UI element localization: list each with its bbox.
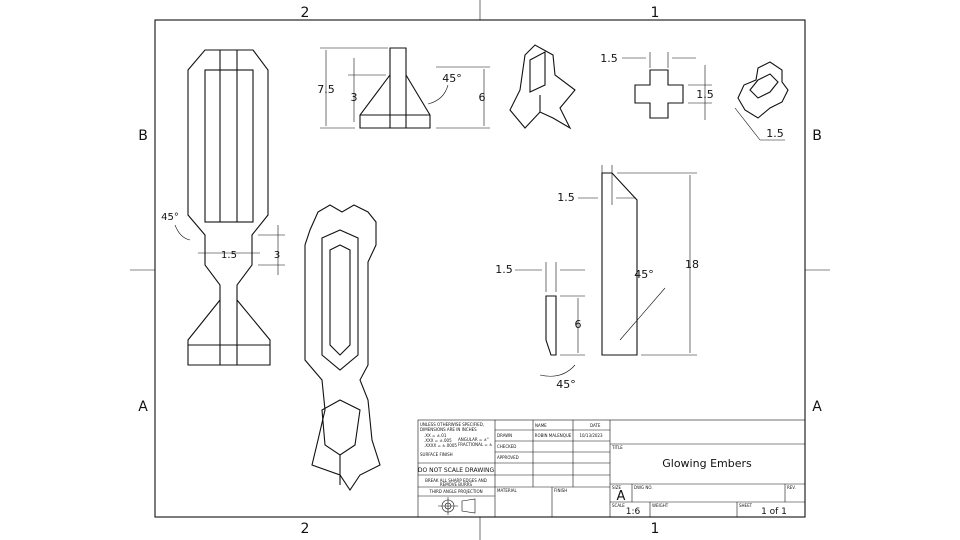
dimension-label: 7.5: [317, 83, 335, 96]
isometric-view-small: [509, 44, 576, 130]
tb-projection: THIRD ANGLE PROJECTION: [428, 489, 482, 494]
tb-label: NAME: [535, 423, 547, 428]
dimension-label: 1.5: [557, 191, 575, 204]
tb-label: MATERIAL: [497, 488, 518, 493]
dimension-label: 45°: [161, 212, 179, 223]
tb-label: TITLE: [611, 445, 623, 450]
dimension-label: 3: [351, 91, 358, 104]
tb-label: REV.: [787, 485, 796, 490]
tb-note: .XX = ±.01: [424, 433, 447, 438]
tb-note: .XXX = ±.005: [424, 438, 452, 443]
tb-scale: 1:6: [626, 507, 641, 517]
dimension-label: 45°: [442, 72, 462, 85]
cross-view: [622, 52, 712, 120]
tb-label: SHEET: [739, 503, 753, 508]
isometric-cross-view: [734, 61, 789, 141]
isometric-view-tall: [304, 204, 381, 491]
zone-label: 1: [651, 5, 660, 21]
dimension-label: 6: [479, 91, 486, 104]
tb-note: FRACTIONAL = ±: [458, 442, 492, 447]
front-view: [320, 47, 490, 129]
tb-note: UNLESS OTHERWISE SPECIFIED,: [420, 422, 484, 427]
tb-sheet: 1 of 1: [761, 507, 787, 517]
dimension-label: 3: [274, 250, 280, 261]
tb-label: DRAWN: [497, 433, 512, 438]
side-view: [578, 165, 697, 356]
front-view-tall: [174, 49, 285, 366]
dimension-label: 1.5: [221, 250, 237, 261]
zone-label: A: [138, 399, 148, 415]
zone-label: 2: [301, 521, 310, 537]
zone-label: 2: [301, 5, 310, 21]
zone-label: B: [812, 128, 822, 144]
drawing-title: Glowing Embers: [662, 457, 752, 470]
tb-note: REMOVE BURRS: [440, 482, 473, 487]
dimension-label: 1.5: [600, 52, 618, 65]
tb-do-not-scale: DO NOT SCALE DRAWING: [418, 467, 495, 474]
dimension-label: 45°: [556, 378, 576, 391]
tb-label: WEIGHT: [652, 503, 669, 508]
tb-label: CHECKED: [497, 444, 516, 449]
dimension-label: 18: [685, 258, 699, 271]
title-block: [417, 419, 806, 518]
dimension-label: 1.5: [766, 127, 784, 140]
tb-label: DATE: [590, 423, 601, 428]
tb-note: DIMENSIONS ARE IN INCHES: [420, 427, 477, 432]
dimension-label: 6: [575, 318, 582, 331]
zone-label: B: [138, 128, 148, 144]
dimension-label: 45°: [634, 268, 654, 281]
tb-note: ANGULAR = ±°: [458, 437, 489, 442]
tb-note: SURFACE FINISH: [420, 452, 453, 457]
small-side-view: [515, 262, 585, 377]
zone-label: 1: [651, 521, 660, 537]
tb-drawn-date: 10/13/2023: [579, 433, 603, 438]
dimension-label: 1.5: [696, 88, 714, 101]
tb-label: SIZE: [612, 485, 621, 490]
tb-label: FINISH: [554, 488, 567, 493]
tb-note: .XXXX = ±.0005: [424, 443, 457, 448]
tb-label: DWG NO.: [634, 485, 653, 490]
tb-label: APPROVED: [497, 455, 519, 460]
tb-size: A: [617, 489, 626, 504]
tb-note: BREAK ALL SHARP EDGES AND: [425, 478, 487, 483]
zone-label: A: [812, 399, 822, 415]
tb-label: SCALE: [612, 503, 625, 508]
tb-drawn-name: ROBIN MALENQUE: [535, 433, 572, 438]
dimension-label: 1.5: [495, 263, 513, 276]
